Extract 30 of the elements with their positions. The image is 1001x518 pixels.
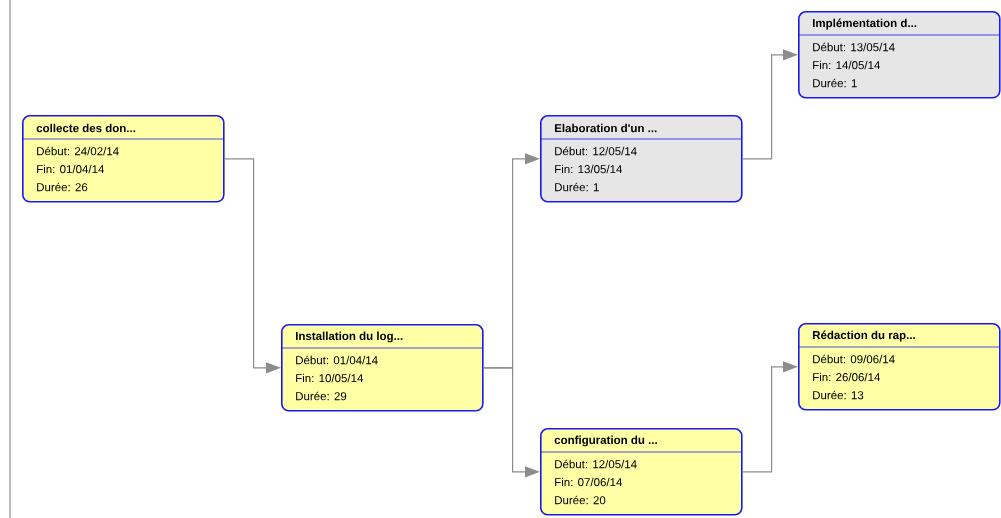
task-box (797, 323, 1001, 411)
task-box (797, 11, 1001, 99)
task-detail: Début: 13/05/14 (813, 42, 895, 52)
task-box (539, 115, 743, 203)
task-detail: Durée: 26 (37, 182, 88, 192)
task-box (539, 428, 743, 516)
task-detail: Début: 09/06/14 (813, 354, 895, 364)
task-detail: Début: 01/04/14 (296, 355, 378, 365)
task-title: Rédaction du rap... (812, 330, 915, 342)
task-detail: Durée: 29 (296, 391, 347, 401)
task-detail: Fin: 26/06/14 (813, 372, 881, 382)
task-box (21, 115, 225, 203)
task-detail: Durée: 1 (555, 182, 599, 192)
task-detail: Fin: 07/06/14 (555, 477, 623, 487)
task-title: collecte des don... (36, 123, 136, 133)
task-detail: Fin: 01/04/14 (37, 164, 105, 174)
task-detail: Fin: 13/05/14 (555, 164, 623, 174)
task-detail: Durée: 1 (813, 78, 857, 88)
task-detail: Début: 12/05/14 (555, 146, 637, 156)
task-detail: Début: 24/02/14 (37, 146, 119, 156)
task-title: Installation du log... (296, 331, 403, 343)
task-title: Elaboration d'un ... (555, 123, 657, 133)
task-detail: Durée: 20 (555, 495, 606, 505)
task-title: Implémentation d... (812, 18, 917, 30)
task-box (280, 324, 484, 412)
task-detail: Fin: 14/05/14 (813, 60, 881, 70)
task-title: configuration du ... (554, 435, 657, 447)
task-detail: Fin: 10/05/14 (296, 373, 364, 383)
task-detail: Début: 12/05/14 (555, 459, 637, 469)
task-detail: Durée: 13 (813, 390, 864, 400)
